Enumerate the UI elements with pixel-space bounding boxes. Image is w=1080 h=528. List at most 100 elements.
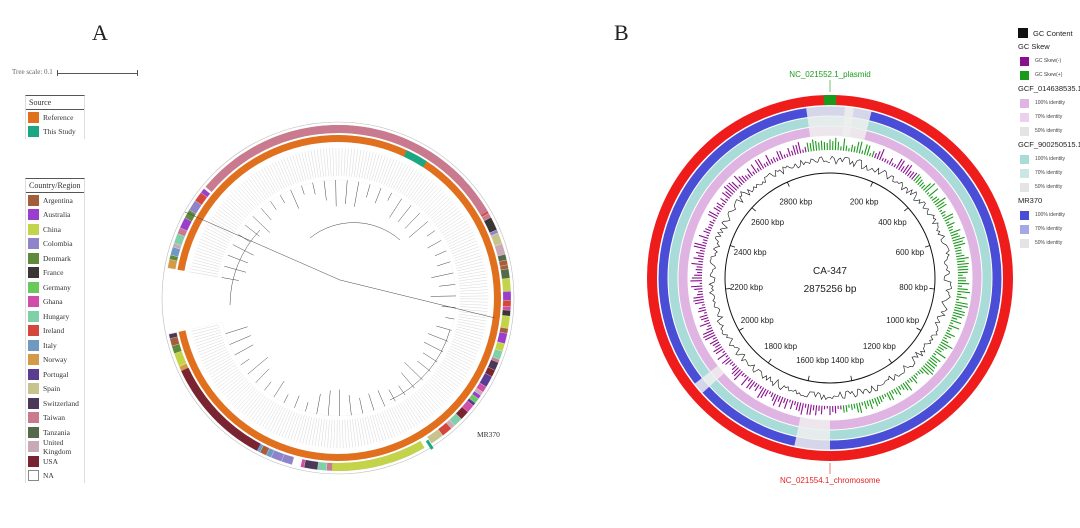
- country-ring-segment: [168, 332, 177, 335]
- leaf-label: [258, 170, 274, 195]
- gc-skew-bar: [850, 404, 853, 411]
- leaf-label: [374, 414, 384, 442]
- gc-skew-bar: [721, 192, 731, 199]
- gc-skew-bar: [800, 403, 804, 415]
- gc-skew-bar: [720, 198, 727, 204]
- scale-tick: [916, 327, 922, 331]
- branch: [388, 389, 396, 402]
- leaf-label: [196, 247, 224, 258]
- gc-skew-bar: [949, 322, 954, 325]
- gc-skew-bar: [721, 357, 731, 364]
- leaf-label: [248, 396, 266, 419]
- branch: [264, 381, 272, 391]
- panel-b-letter: B: [614, 20, 629, 45]
- leaf-label: [457, 270, 486, 277]
- scale-tick: [924, 245, 930, 248]
- gc-skew-bar: [924, 363, 935, 372]
- branch: [232, 244, 254, 256]
- leaf-label: [403, 171, 420, 196]
- leaf-label: [215, 368, 239, 386]
- leaf-label: [201, 235, 227, 248]
- leaf-label: [299, 415, 308, 444]
- scale-tick-label: 200 kbp: [850, 197, 879, 206]
- leaf-label: [223, 376, 246, 396]
- gc-skew-bar: [909, 377, 913, 383]
- leaf-label: [293, 414, 303, 442]
- gc-skew-bar: [943, 213, 954, 220]
- gc-skew-bar: [879, 395, 883, 403]
- branch: [316, 393, 321, 415]
- gc-skew-bar: [956, 293, 962, 296]
- gc-skew-bar: [698, 260, 704, 263]
- scale-tick: [738, 327, 744, 331]
- gc-skew-bar: [871, 398, 875, 404]
- leaf-label: [412, 179, 430, 202]
- leaf-label: [239, 389, 258, 412]
- branch: [301, 185, 305, 195]
- gc-skew-bar: [698, 234, 709, 239]
- leaf-label: [217, 208, 240, 226]
- gc-skew-bar: [757, 158, 765, 169]
- leaf-label: [432, 203, 455, 222]
- branch: [225, 326, 248, 334]
- leaf-label: [429, 378, 452, 397]
- scale-tick: [807, 375, 810, 381]
- leaf-label: [361, 150, 368, 179]
- gc-skew-bar: [740, 376, 749, 386]
- leaf-label: [451, 343, 478, 355]
- gc-skew-bar: [708, 226, 713, 229]
- gc-skew-bar: [924, 183, 936, 193]
- gc-skew-bar: [775, 157, 779, 162]
- leaf-label: [201, 348, 228, 362]
- gc-skew-bar: [931, 196, 938, 202]
- gc-skew-bar: [746, 379, 754, 389]
- leaf-label: [455, 328, 484, 337]
- leaf-label: [196, 339, 224, 350]
- gc-skew-bar: [703, 311, 707, 314]
- country-legend-item: Taiwan: [26, 411, 84, 426]
- leaf-label: [302, 416, 310, 444]
- gc-skew-bar: [886, 160, 889, 164]
- gc-skew-bar: [950, 319, 962, 325]
- gc-skew-bar: [731, 363, 736, 367]
- country-legend-label: Taiwan: [43, 413, 65, 423]
- branch: [280, 194, 285, 204]
- gc-content-swatch: [1018, 28, 1028, 38]
- leaf-label: [404, 399, 421, 424]
- leaf-label: [418, 389, 438, 411]
- leaf-label: [202, 232, 229, 246]
- leaf-label: [378, 156, 389, 184]
- scale-tick-label: 400 kbp: [878, 218, 907, 227]
- branch: [229, 335, 251, 345]
- country-legend-swatch: [28, 397, 39, 409]
- tree-scale-label: Tree scale: 0.1: [12, 68, 53, 76]
- country-legend-swatch: [28, 339, 39, 351]
- gc-skew-bar: [765, 154, 772, 165]
- leaf-label: [459, 292, 488, 294]
- identity-swatch: [1020, 98, 1029, 108]
- leaf-label: [454, 252, 482, 262]
- gc-skew-bar: [783, 398, 789, 409]
- leaf-label: [422, 385, 443, 407]
- country-legend-swatch: [28, 281, 39, 293]
- branch: [345, 180, 348, 205]
- leaf-label: [289, 155, 299, 183]
- leaf-label: [379, 412, 390, 440]
- leaf-label: [426, 381, 447, 402]
- leaf-label: [420, 187, 440, 209]
- scale-tick: [730, 245, 736, 248]
- source-legend-label: This Study: [43, 127, 76, 137]
- leaf-label: [447, 232, 473, 245]
- gc-skew-bar: [886, 392, 892, 401]
- leaf-label: [278, 410, 291, 436]
- gc-skew-bar: [702, 329, 714, 335]
- gc-skew-bar: [763, 163, 767, 168]
- leaf-label: [459, 311, 488, 315]
- identity-gap: [842, 106, 854, 138]
- gc-skew-bar: [888, 391, 895, 400]
- country-legend-item: China: [26, 222, 84, 237]
- leaf-label: [255, 172, 272, 197]
- country-legend-swatch: [28, 194, 39, 206]
- leaf-label: [453, 249, 481, 259]
- leaf-label: [326, 148, 329, 177]
